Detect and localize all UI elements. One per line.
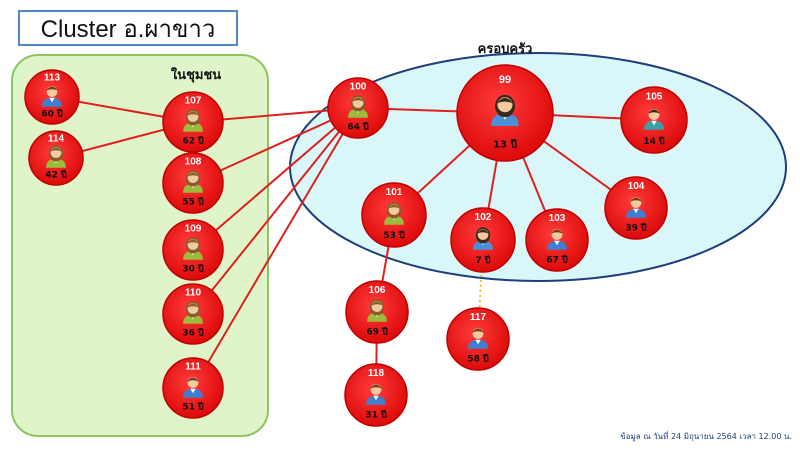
node-age-label: 67 ปี [546, 254, 568, 265]
female-person-icon [183, 237, 203, 260]
node-105[interactable]: 105 14 ปี [620, 86, 688, 154]
node-id-label: 109 [185, 223, 202, 234]
node-id-label: 104 [628, 181, 645, 192]
nodes-layer: 113 60 ปี 114 42 ปี 107 62 ปี 108 55 ปี 109 30 ปี… [24, 64, 688, 427]
female-person-icon [183, 170, 203, 193]
node-circle [620, 86, 688, 154]
node-111[interactable]: 111 51 ปี [162, 357, 224, 419]
node-102[interactable]: 102 7 ปี [450, 207, 516, 273]
male-person-icon [547, 229, 567, 250]
male-person-icon [626, 197, 646, 218]
male-person-icon [42, 86, 62, 107]
edge-109-100 [192, 107, 359, 251]
node-id-label: 108 [185, 156, 202, 167]
node-id-label: 113 [44, 72, 61, 83]
node-118[interactable]: 118 31 ปี [344, 363, 408, 427]
node-age-label: 62 ปี [182, 136, 204, 147]
node-age-label: 60 ปี [41, 108, 63, 119]
node-age-label: 42 ปี [45, 169, 67, 180]
node-circle [162, 357, 224, 419]
female-person-icon [46, 145, 66, 168]
female-person-icon [384, 202, 404, 225]
node-age-label: 7 ปี [475, 255, 490, 266]
girl-person-icon [491, 94, 519, 126]
node-id-label: 99 [499, 74, 511, 86]
node-age-label: 13 ปี [493, 139, 517, 151]
node-99[interactable]: 99 13 ปี [456, 64, 554, 162]
node-id-label: 106 [369, 285, 386, 296]
node-id-label: 118 [368, 368, 385, 379]
edge-111-100 [192, 107, 359, 389]
family-group-label: ครอบครัว [478, 42, 533, 57]
male-person-icon [183, 377, 203, 398]
node-age-label: 39 ปี [625, 222, 647, 233]
node-id-label: 114 [48, 133, 65, 144]
boy-person-icon [644, 109, 664, 130]
node-circle [344, 363, 408, 427]
node-106[interactable]: 106 69 ปี [345, 280, 409, 344]
node-age-label: 51 ปี [182, 402, 204, 413]
node-age-label: 30 ปี [182, 264, 204, 275]
female-person-icon [183, 109, 203, 132]
female-person-icon [348, 95, 368, 118]
node-104[interactable]: 104 39 ปี [604, 176, 668, 240]
node-id-label: 103 [549, 213, 566, 224]
node-id-label: 107 [185, 95, 202, 106]
node-113[interactable]: 113 60 ปี [24, 69, 80, 125]
node-age-label: 36 ปี [182, 328, 204, 339]
node-101[interactable]: 101 53 ปี [361, 182, 427, 248]
node-117[interactable]: 117 58 ปี [446, 307, 510, 371]
node-age-label: 31 ปี [365, 409, 387, 420]
male-person-icon [468, 328, 488, 349]
node-age-label: 53 ปี [383, 230, 405, 241]
node-circle [525, 208, 589, 272]
node-circle [604, 176, 668, 240]
community-group-label: ในชุมชน [171, 66, 221, 83]
data-timestamp-note: ข้อมูล ณ วันที่ 24 มิถุนายน 2564 เวลา 12… [620, 432, 792, 441]
node-id-label: 100 [350, 81, 367, 92]
node-circle [24, 69, 80, 125]
node-107[interactable]: 107 62 ปี [162, 91, 224, 153]
node-103[interactable]: 103 67 ปี [525, 208, 589, 272]
node-100[interactable]: 100 64 ปี [327, 77, 389, 139]
node-id-label: 101 [386, 187, 403, 198]
node-id-label: 105 [646, 92, 663, 103]
node-110[interactable]: 110 36 ปี [162, 283, 224, 345]
node-108[interactable]: 108 55 ปี [162, 152, 224, 214]
female-person-icon [367, 299, 387, 322]
node-age-label: 55 ปี [182, 197, 204, 208]
node-circle [446, 307, 510, 371]
male-person-icon [366, 384, 386, 405]
node-age-label: 64 ปี [347, 122, 369, 133]
node-age-label: 58 ปี [467, 353, 489, 364]
node-109[interactable]: 109 30 ปี [162, 219, 224, 281]
node-id-label: 102 [475, 212, 492, 223]
edge-110-100 [192, 107, 359, 315]
page-title: Cluster อ.ผาขาว [18, 10, 238, 46]
female-person-icon [183, 301, 203, 324]
girl-person-icon [473, 227, 493, 250]
node-id-label: 110 [185, 287, 202, 298]
node-age-label: 14 ปี [643, 136, 665, 147]
node-id-label: 117 [470, 312, 487, 323]
node-114[interactable]: 114 42 ปี [28, 130, 84, 186]
node-id-label: 111 [185, 361, 201, 372]
node-age-label: 69 ปี [366, 326, 388, 337]
